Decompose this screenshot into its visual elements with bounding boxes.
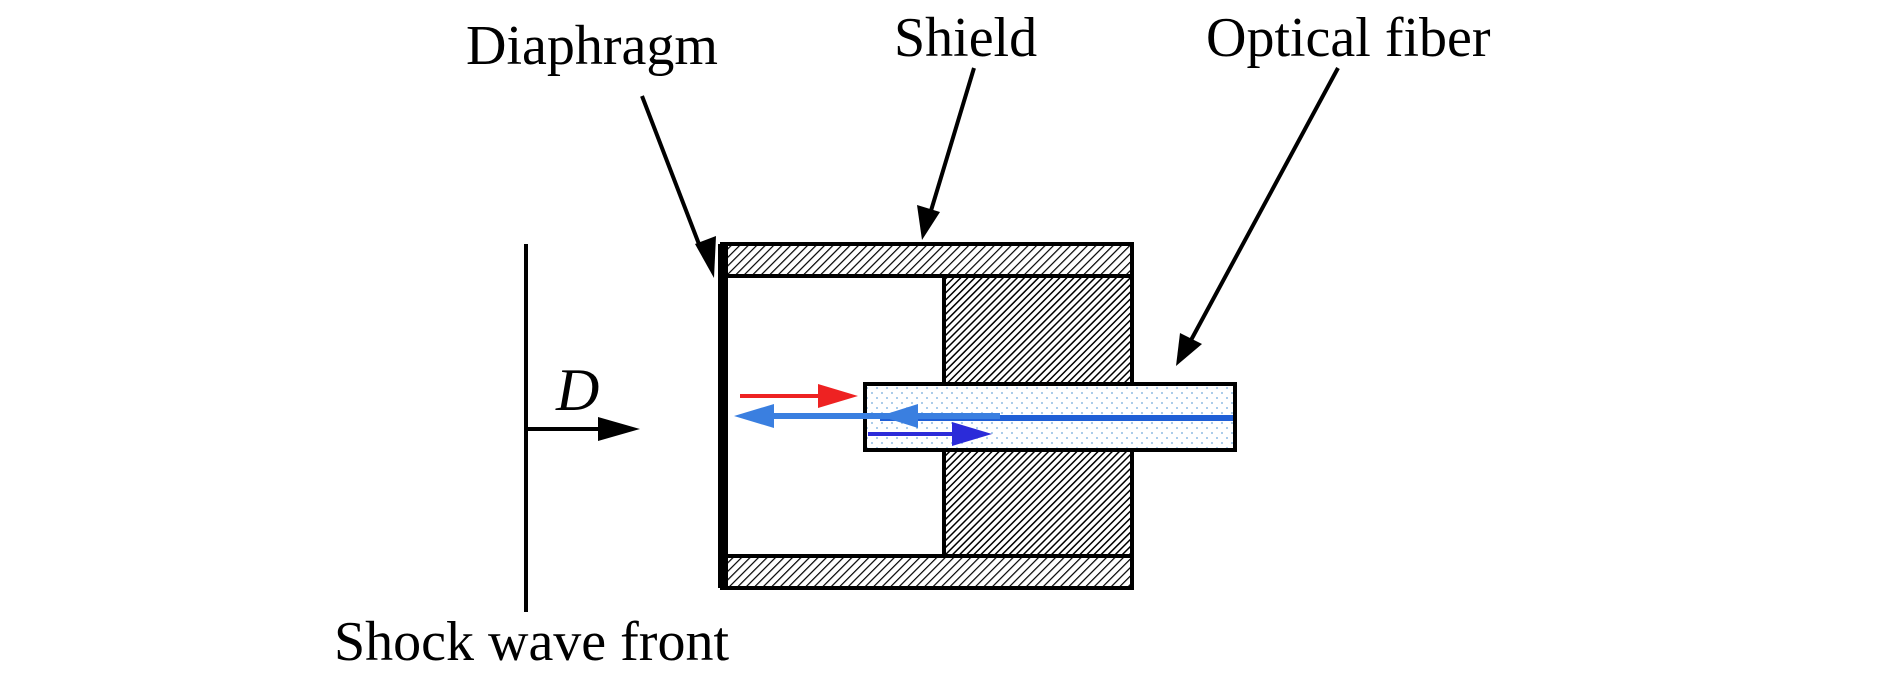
optical-fiber-leader bbox=[1188, 67, 1340, 343]
shield-top-bar bbox=[720, 242, 1134, 278]
detonation-velocity-arrowhead bbox=[598, 417, 640, 441]
shield-bottom-bar bbox=[720, 554, 1134, 590]
detonation-velocity-label: D bbox=[555, 357, 599, 423]
diaphragm bbox=[718, 244, 728, 588]
shield-leader-arrowhead bbox=[917, 205, 940, 240]
incident-light-arrowhead bbox=[818, 384, 858, 408]
fiber-holder-lower bbox=[942, 448, 1134, 558]
reflected-light-arrowhead bbox=[734, 404, 774, 428]
shock-wave-front-label: Shock wave front bbox=[334, 611, 729, 673]
diaphragm-label: Diaphragm bbox=[466, 15, 718, 77]
diaphragm-leader bbox=[640, 95, 704, 253]
diaphragm-leader-arrowhead bbox=[695, 236, 716, 278]
shield-label: Shield bbox=[894, 7, 1037, 69]
optical-fiber-leader-arrowhead bbox=[1176, 333, 1202, 366]
reflected-light-arrowhead-2 bbox=[880, 404, 918, 428]
optical-fiber-label: Optical fiber bbox=[1206, 7, 1491, 69]
returned-light-arrowhead bbox=[952, 422, 992, 446]
shield-leader bbox=[928, 67, 976, 215]
fiber-holder-upper bbox=[942, 274, 1134, 386]
